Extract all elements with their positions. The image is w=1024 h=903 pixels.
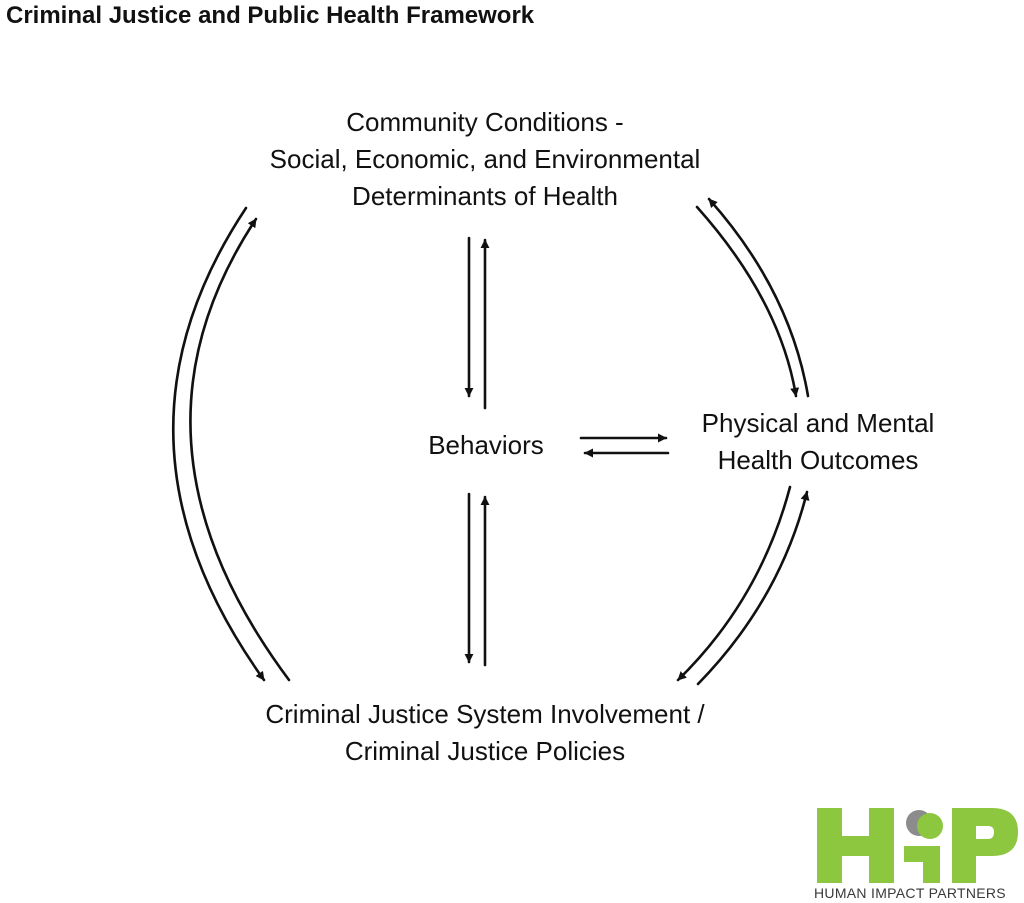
node-health-outcomes: Physical and Mental Health Outcomes — [668, 405, 968, 479]
node-health-outcomes-line-1: Physical and Mental — [701, 408, 935, 438]
node-criminal-justice-line-2: Criminal Justice Policies — [344, 736, 626, 766]
arrow-justice-to-health — [696, 490, 810, 686]
node-community-conditions-line-1: Community Conditions - — [346, 107, 624, 137]
logo-p — [952, 808, 1018, 883]
node-criminal-justice-line-1: Criminal Justice System Involvement / — [265, 699, 705, 729]
node-community-conditions-line-2: Social, Economic, and Environmental — [269, 144, 701, 174]
arrow-health-to-community — [707, 197, 810, 398]
node-behaviors: Behaviors — [400, 427, 572, 464]
node-community-conditions-line-3: Determinants of Health — [352, 181, 618, 211]
hip-logo — [817, 808, 1018, 883]
node-behaviors-line-1: Behaviors — [428, 430, 544, 460]
node-health-outcomes-line-2: Health Outcomes — [717, 445, 919, 475]
arrow-justice-to-community — [189, 217, 291, 682]
diagram-title: Criminal Justice and Public Health Frame… — [6, 2, 535, 29]
logo-h-crossbar — [817, 836, 894, 856]
logo-i-head-green — [917, 813, 943, 839]
arrow-community-to-health — [695, 205, 800, 398]
logo-i-body — [904, 846, 940, 883]
node-community-conditions: Community Conditions - Social, Economic,… — [212, 104, 758, 215]
node-criminal-justice: Criminal Justice System Involvement / Cr… — [200, 696, 770, 770]
logo-name: HUMAN IMPACT PARTNERS — [814, 885, 1006, 901]
arrow-health-to-justice — [676, 485, 792, 682]
arrow-community-to-justice — [172, 206, 266, 682]
